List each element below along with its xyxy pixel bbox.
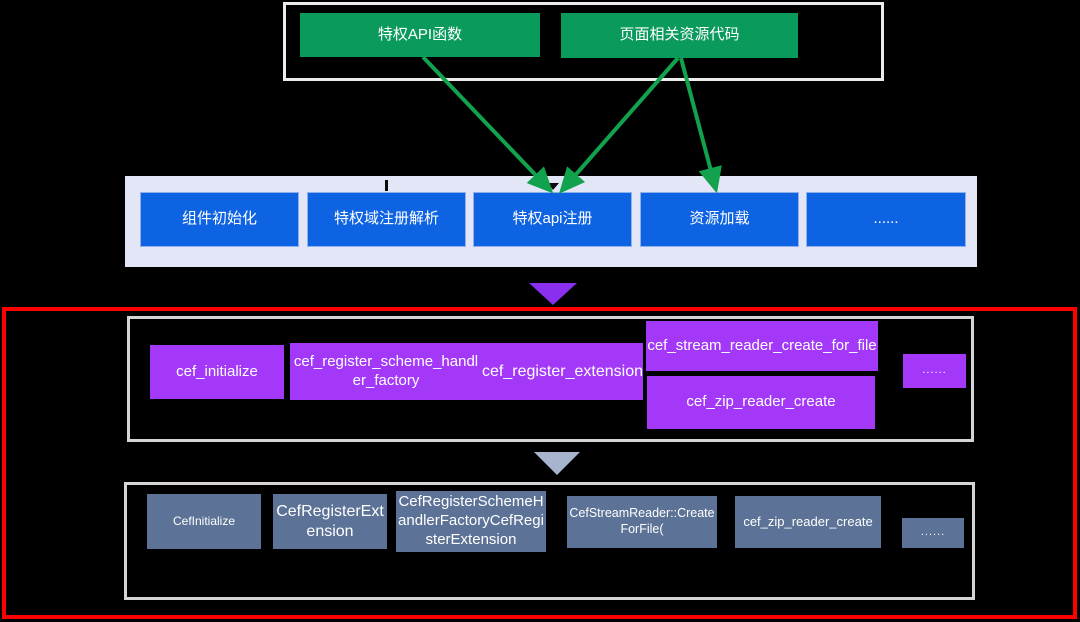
node-cef-register-scheme-handler-factory: cef_register_scheme_handler_factory: [293, 352, 479, 389]
node-cefregisterextension: CefRegisterExtension: [273, 494, 387, 549]
purple-down-arrow: [529, 283, 577, 305]
c-api-layer-box: cef_initialize cef_register_scheme_handl…: [127, 316, 974, 442]
cpp-layer-box: CefInitialize CefRegisterExtension CefRe…: [124, 482, 975, 600]
node-c-api-ellipsis: ......: [903, 354, 966, 388]
node-cefinitialize: CefInitialize: [147, 494, 261, 549]
stage-privileged-domain-registration-parse: 特权域注册解析: [307, 192, 466, 247]
node-cef-zip-reader-create-cpp: cef_zip_reader_create: [735, 496, 881, 548]
node-cpp-ellipsis: ......: [902, 518, 964, 548]
node-cef-register-extension: cef_register_extension: [482, 362, 643, 380]
stray-cursor-mark: [385, 180, 388, 191]
stage-component-init: 组件初始化: [140, 192, 299, 247]
node-cef-stream-reader-create-for-file: cef_stream_reader_create_for_file: [646, 321, 878, 371]
node-cef-initialize: cef_initialize: [150, 345, 284, 399]
node-cefregisterschemehandlerfactory: CefRegisterSchemeHandlerFactoryCefRegist…: [396, 491, 546, 552]
pipeline-band: 组件初始化 特权域注册解析 特权api注册 资源加载 ......: [125, 176, 977, 267]
node-cef-register-group: cef_register_scheme_handler_factory cef_…: [290, 343, 643, 400]
node-cefstreamreader-createforfile: CefStreamReader::CreateForFile(: [567, 496, 717, 548]
stage-resource-loading: 资源加载: [640, 192, 799, 247]
source-group-box: 特权API函数 页面相关资源代码: [283, 2, 884, 81]
stage-privileged-api-registration: 特权api注册: [473, 192, 632, 247]
highlight-red-frame: [2, 307, 1077, 619]
node-privileged-api-functions: 特权API函数: [300, 13, 540, 57]
node-page-resource-code: 页面相关资源代码: [561, 13, 798, 58]
stage-ellipsis: ......: [806, 192, 966, 247]
node-cef-zip-reader-create: cef_zip_reader_create: [647, 376, 875, 429]
